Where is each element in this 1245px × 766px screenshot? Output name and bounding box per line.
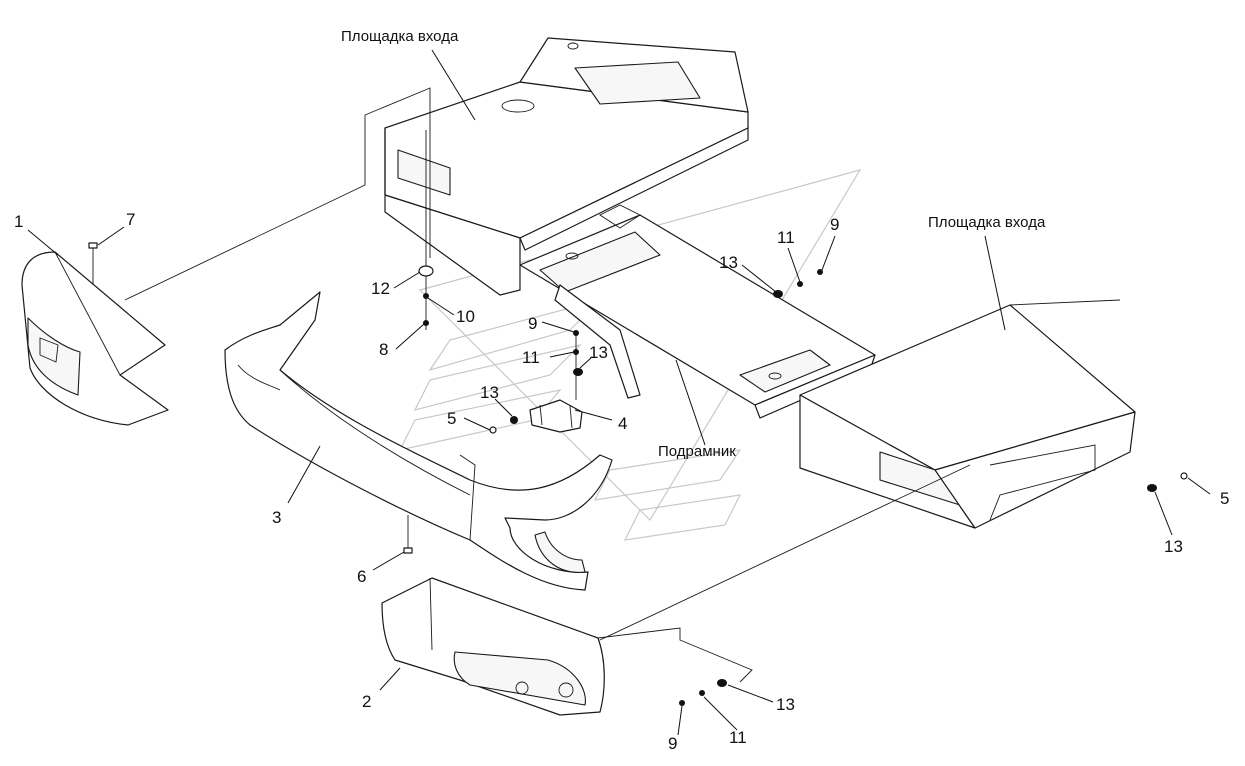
part-3-bumper-beam: [224, 291, 613, 591]
callout-1: 1: [14, 212, 24, 231]
label-entry-platform-left: Площадка входа: [341, 28, 459, 45]
callout-5-right: 5: [1220, 489, 1230, 508]
callout-11-center: 11: [522, 348, 540, 367]
fasteners: [88, 130, 1188, 706]
callout-13-bottom: 13: [776, 695, 795, 714]
callout-9-bottom: 9: [668, 734, 678, 753]
callout-11-upper-right: 11: [777, 228, 795, 247]
callout-12: 12: [371, 279, 390, 298]
subframe: [519, 204, 876, 419]
callout-9-center: 9: [528, 314, 538, 333]
callout-4: 4: [618, 414, 628, 433]
callout-2: 2: [362, 692, 372, 711]
part-2-right-cover: [381, 464, 971, 716]
callout-11-bottom: 11: [729, 728, 747, 747]
label-entry-platform-right: Площадка входа: [928, 214, 1046, 231]
part-4-bracket: [529, 399, 583, 433]
callout-13-center: 13: [589, 343, 608, 362]
callout-6: 6: [357, 567, 367, 586]
callout-13-upper-right: 13: [719, 253, 738, 272]
callout-13-bracket: 13: [480, 383, 499, 402]
callout-3: 3: [272, 508, 282, 527]
part-1-left-cover: [21, 251, 169, 426]
callout-10: 10: [456, 307, 475, 326]
callout-5-left: 5: [447, 409, 457, 428]
callout-13-right: 13: [1164, 537, 1183, 556]
entry-platform-left: [124, 37, 749, 301]
entry-platform-right: [799, 299, 1136, 529]
callout-8: 8: [379, 340, 389, 359]
leader-lines: [27, 49, 1211, 736]
label-subframe: Подрамник: [658, 443, 736, 460]
callout-7: 7: [126, 210, 136, 229]
callout-9-upper-right: 9: [830, 215, 840, 234]
